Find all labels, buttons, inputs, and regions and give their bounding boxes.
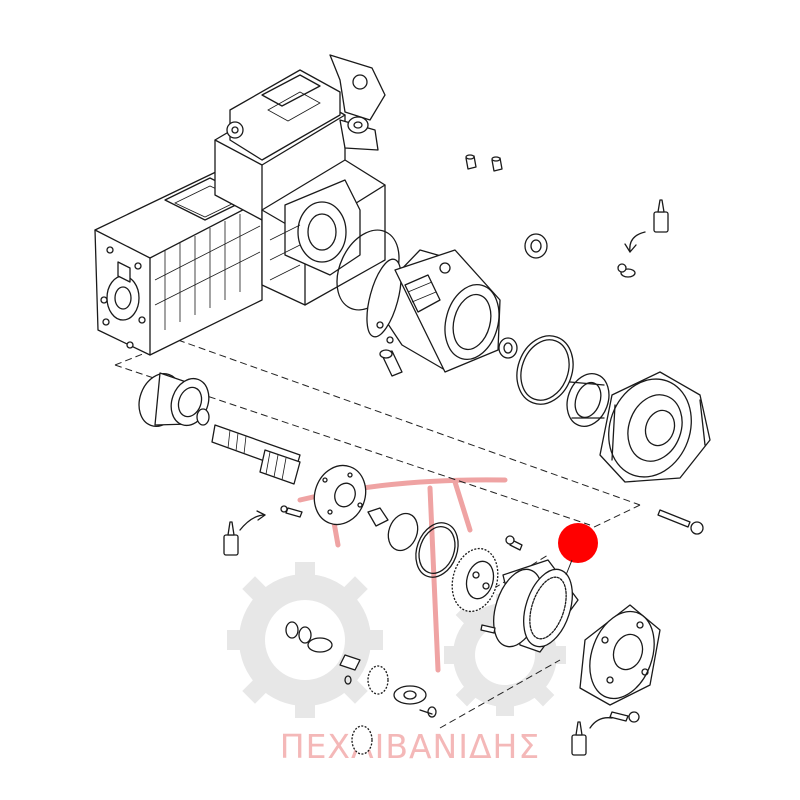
snap-rings <box>387 512 459 578</box>
gear-bolt <box>505 535 523 551</box>
housing-bolt <box>379 349 403 377</box>
large-o-ring <box>516 335 574 405</box>
dowel-pin <box>480 624 496 634</box>
sealant-tube-bottom <box>571 717 613 756</box>
shaft-bushing <box>367 507 389 527</box>
watermark-gear-left <box>227 562 383 718</box>
small-seal <box>498 337 518 359</box>
cover-bolt <box>609 711 640 723</box>
housing-bolt-holes <box>100 246 146 349</box>
transmission-housing <box>94 54 386 356</box>
bearing-right <box>566 373 610 427</box>
part-highlight-marker[interactable] <box>558 523 598 563</box>
plug-pair <box>465 154 503 172</box>
carrier-bolt <box>280 505 303 518</box>
sealant-tube-top <box>624 199 669 253</box>
axle-housing <box>366 249 501 373</box>
sealant-tube-left <box>223 510 266 556</box>
seal-washer <box>524 233 548 259</box>
planet-carrier <box>313 464 367 526</box>
ring-gear-disc <box>451 547 499 613</box>
drive-shaft <box>211 424 301 485</box>
shaft-spacer <box>196 408 210 426</box>
planetary-cover <box>579 604 661 706</box>
planet-gear-set <box>285 621 437 755</box>
watermark-brand-text: ΠΕΧΛΙΒΑΝΙΔΗΣ <box>280 727 540 766</box>
bolt-washer-small <box>617 263 636 278</box>
wheel-hub-flange <box>599 371 711 483</box>
hub-bolt <box>657 509 704 535</box>
internal-ring-gear <box>493 559 579 653</box>
marker-leader-line <box>565 559 573 576</box>
